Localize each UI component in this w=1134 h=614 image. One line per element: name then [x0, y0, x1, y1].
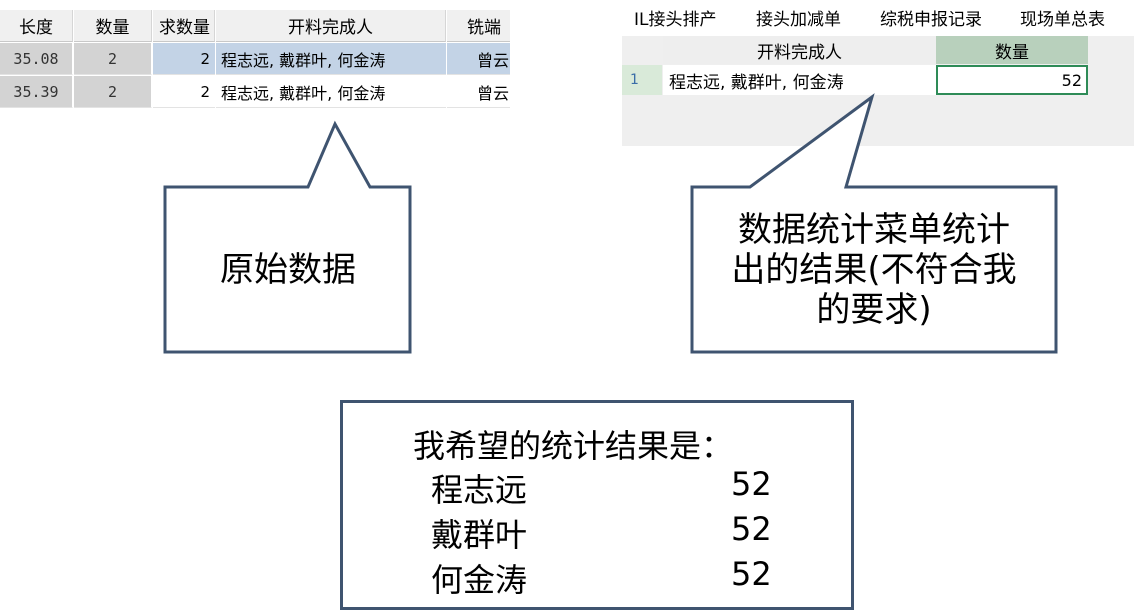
- header-quantity[interactable]: 数量: [74, 10, 152, 42]
- menu-item-tax-records[interactable]: 综税申报记录: [880, 10, 982, 30]
- row-number: 1: [622, 65, 662, 95]
- cell-quantity[interactable]: 2: [74, 76, 152, 108]
- header-completed-by[interactable]: 开料完成人: [216, 10, 446, 42]
- desired-result-title: 我希望的统计结果是：: [413, 427, 734, 465]
- menu-item-joint-add-subtract[interactable]: 接头加减单: [756, 10, 841, 30]
- cell-length[interactable]: 35.08: [0, 43, 73, 75]
- stat-cell-quantity[interactable]: 52: [936, 65, 1088, 95]
- stat-grid: 开料完成人 数量 1 程志远, 戴群叶, 何金涛 52: [622, 36, 1134, 146]
- table-row[interactable]: 35.08 2 2 程志远, 戴群叶, 何金涛 曾云: [0, 43, 510, 75]
- desired-result-value: 52: [731, 555, 772, 593]
- desired-result-value: 52: [731, 465, 772, 503]
- menu-bar: IL接头排产 接头加减单 综税申报记录 现场单总表: [620, 0, 1134, 34]
- callout-original-shape: [163, 120, 412, 354]
- cell-completed-by[interactable]: 程志远, 戴群叶, 何金涛: [216, 43, 446, 75]
- stat-header-quantity[interactable]: 数量: [936, 36, 1088, 64]
- desired-result-name: 程志远: [431, 471, 528, 509]
- callout-menu-result-text: 数据统计菜单统计 出的结果(不符合我 的要求): [695, 210, 1053, 330]
- callout-menu-result-shape: [690, 93, 1058, 354]
- grid-header-row: 长度 数量 求数量 开料完成人 铣端: [0, 10, 510, 42]
- header-milling[interactable]: 铣端: [447, 10, 510, 42]
- desired-result-box: 我希望的统计结果是： 程志远 52 戴群叶 52 何金涛 52: [340, 400, 854, 610]
- cell-length[interactable]: 35.39: [0, 76, 73, 108]
- callout-menu-result-line: 的要求): [816, 290, 932, 330]
- callout-menu-result-line: 数据统计菜单统计: [738, 210, 1010, 250]
- desired-result-name: 何金涛: [431, 561, 528, 599]
- desired-result-name: 戴群叶: [431, 516, 528, 554]
- header-length[interactable]: 长度: [0, 10, 73, 42]
- row-number-header: [622, 36, 662, 64]
- menu-item-joint-scheduling[interactable]: IL接头排产: [634, 10, 717, 30]
- cell-total-quantity[interactable]: 2: [153, 43, 215, 75]
- original-data-grid: 长度 数量 求数量 开料完成人 铣端 35.08 2 2 程志远, 戴群叶, 何…: [0, 10, 510, 116]
- table-row[interactable]: 35.39 2 2 程志远, 戴群叶, 何金涛 曾云: [0, 76, 510, 108]
- stat-header-completed-by[interactable]: 开料完成人: [663, 36, 936, 64]
- callout-menu-result-line: 出的结果(不符合我: [731, 250, 1017, 290]
- desired-result-value: 52: [731, 510, 772, 548]
- header-total-quantity[interactable]: 求数量: [153, 10, 215, 42]
- cell-completed-by[interactable]: 程志远, 戴群叶, 何金涛: [216, 76, 446, 108]
- cell-total-quantity[interactable]: 2: [153, 76, 215, 108]
- menu-item-site-summary[interactable]: 现场单总表: [1020, 10, 1105, 30]
- callout-original-text: 原始数据: [220, 250, 356, 290]
- cell-milling[interactable]: 曾云: [447, 76, 510, 108]
- statistics-panel: IL接头排产 接头加减单 综税申报记录 现场单总表 开料完成人 数量 1 程志远…: [620, 0, 1134, 146]
- stat-cell-completed-by[interactable]: 程志远, 戴群叶, 何金涛: [663, 65, 936, 95]
- cell-quantity[interactable]: 2: [74, 43, 152, 75]
- cell-milling[interactable]: 曾云: [447, 43, 510, 75]
